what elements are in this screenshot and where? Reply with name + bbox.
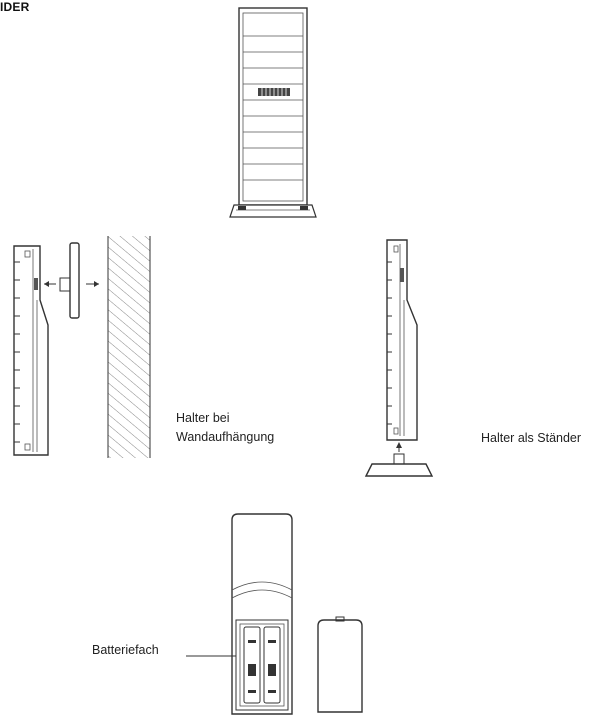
wall-mount-label: Halter bei Wandaufhängung [176,409,274,447]
section-heading: IDER [0,0,30,14]
battery-compartment-label: Batteriefach [92,643,159,657]
wall-mount-side-view [13,236,151,458]
stand-side-view [364,239,434,477]
device-front-view [229,7,317,218]
stand-label: Halter als Ständer [481,431,582,445]
battery-compartment-view [186,513,363,715]
wall-mount-label-line1: Halter bei [176,411,230,425]
wall-mount-label-line2: Wandaufhängung [176,430,275,444]
